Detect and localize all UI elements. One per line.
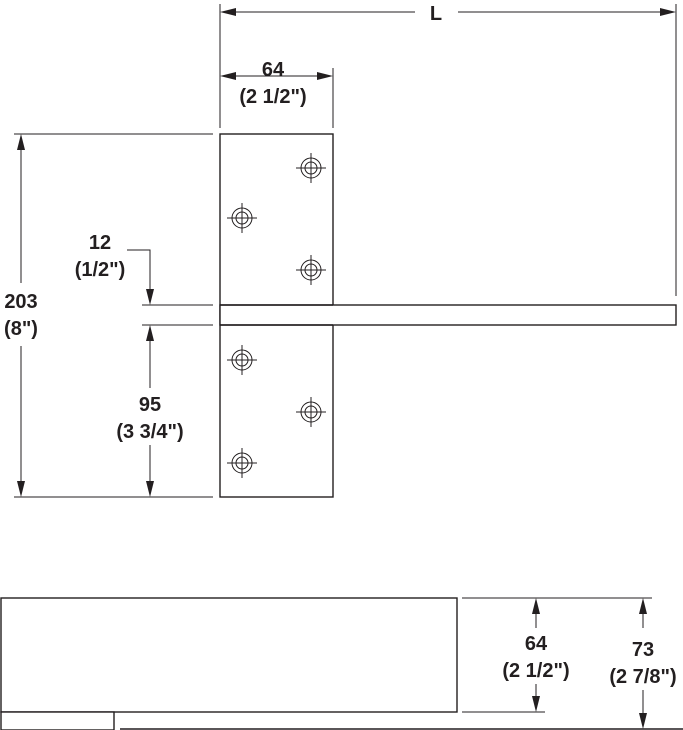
total-height-mm: 73 <box>632 639 654 661</box>
lower-inch: (3 3/4") <box>116 421 183 443</box>
length-label: L <box>430 3 442 25</box>
total-height-inch: (2 7/8") <box>609 666 676 688</box>
plate-width-inch: (2 1/2") <box>239 86 306 108</box>
offset-inch: (1/2") <box>75 259 126 281</box>
hole-icon <box>296 255 326 285</box>
side-view: 64 (2 1/2") 73 (2 7/8") <box>0 597 683 730</box>
plate-width-mm: 64 <box>262 59 285 81</box>
top-view: L 64 (2 1/2") <box>4 3 677 498</box>
side-body <box>0 597 458 713</box>
hole-icon <box>227 203 257 233</box>
lower-dimension: 95 (3 3/4") <box>116 325 184 497</box>
height-inch: (8") <box>4 318 38 340</box>
plate-width-dimension: 64 (2 1/2") <box>220 59 334 128</box>
height-mm: 203 <box>4 291 37 313</box>
hole-icon <box>227 448 257 478</box>
hole-icon <box>296 397 326 427</box>
offset-mm: 12 <box>89 232 111 254</box>
hole-icon <box>227 345 257 375</box>
lower-mm: 95 <box>139 394 161 416</box>
height-dimension: 203 (8") <box>4 133 213 498</box>
side-height-dimension: 64 (2 1/2") <box>502 598 570 712</box>
offset-dimension: 12 (1/2") <box>75 232 154 305</box>
hole-icon <box>296 153 326 183</box>
mounting-holes <box>227 153 326 478</box>
horizontal-arm <box>219 304 677 326</box>
length-dimension: L <box>219 3 677 296</box>
side-base-step <box>0 711 115 730</box>
total-height-dimension: 73 (2 7/8") <box>609 598 677 729</box>
side-height-mm: 64 <box>525 633 548 655</box>
side-height-inch: (2 1/2") <box>502 660 569 682</box>
